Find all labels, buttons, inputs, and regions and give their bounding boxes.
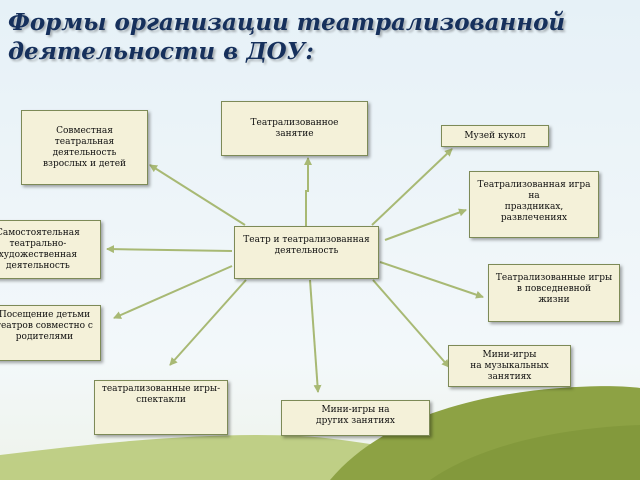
box-theatrical-lesson: Театрализованное занятие <box>221 101 368 156</box>
box-center-theatre: Театр и театрализованная деятельность <box>234 226 379 279</box>
box-performance-games: театрализованные игры- спектакли <box>94 380 228 435</box>
box-joint-activity: Совместная театральная деятельность взро… <box>21 110 148 185</box>
title-line-2: деятельности в ДОУ: <box>8 38 314 65</box>
box-other-mini-games: Мини-игры на других занятиях <box>281 400 430 436</box>
box-daily-games: Театрализованные игры в повседневной жиз… <box>488 264 620 322</box>
box-puppet-museum: Музей кукол <box>441 125 549 147</box>
slide-title: Формы организации театрализованной деяте… <box>8 8 608 66</box>
box-independent-activity: Самостоятельная театрально- художественн… <box>0 220 101 279</box>
box-theatre-visits: Посещение детьми театров совместно с род… <box>0 305 101 361</box>
box-music-mini-games: Мини-игры на музыкальных занятиях <box>448 345 571 387</box>
title-line-1: Формы организации театрализованной <box>8 9 566 36</box>
box-holiday-games: Театрализованная игра на праздниках, раз… <box>469 171 599 238</box>
